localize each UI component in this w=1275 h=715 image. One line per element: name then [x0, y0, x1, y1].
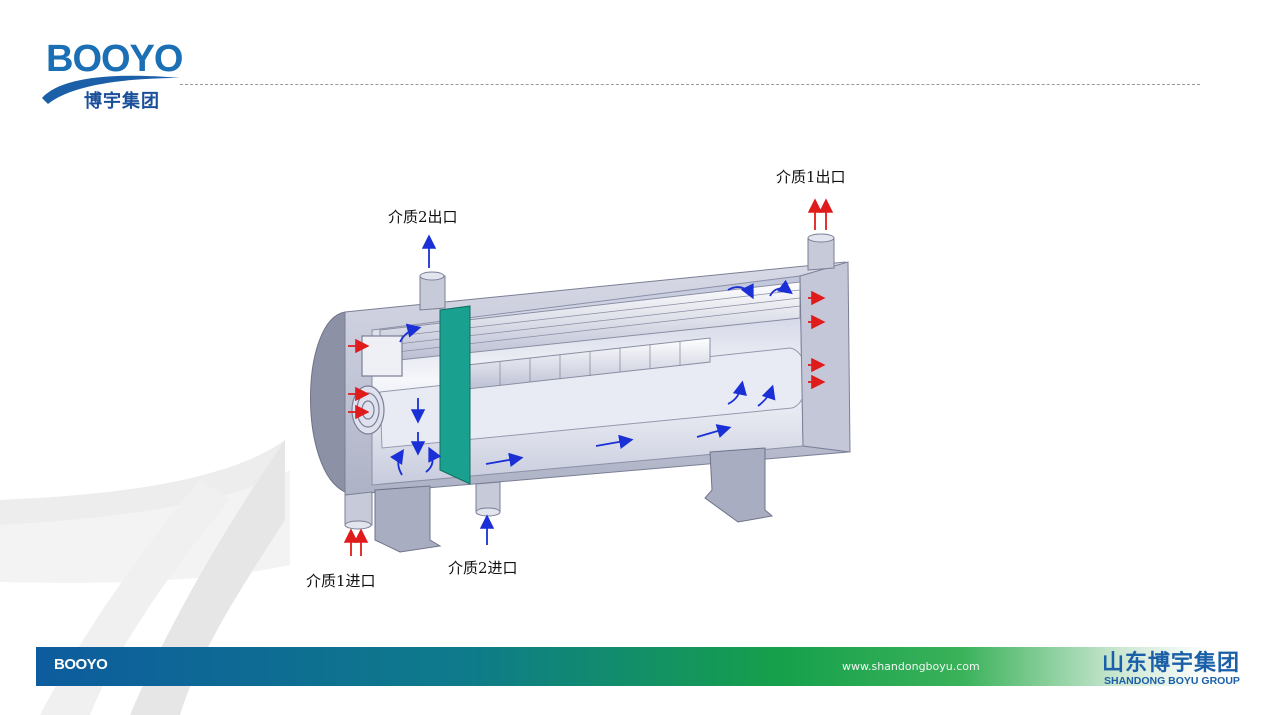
footer-company-cn: 山东博宇集团: [1102, 651, 1241, 676]
baffle-plate: [439, 305, 471, 485]
label-medium1-inlet: 介质1进口: [306, 572, 376, 590]
logo-chinese-name: 博宇集团: [84, 91, 160, 112]
heat-exchanger-diagram: [310, 198, 851, 556]
logo-wordmark: BOOYO: [46, 38, 183, 80]
footer-bar: [36, 647, 1272, 686]
nozzles: [344, 233, 835, 530]
label-medium2-outlet: 介质2出口: [388, 208, 458, 226]
company-logo: BOOYO 博宇集团: [40, 30, 190, 115]
header-divider: [180, 84, 1200, 85]
label-medium2-inlet: 介质2进口: [448, 559, 518, 577]
footer-website[interactable]: www.shandongboyu.com: [842, 660, 980, 673]
medium1-flow-arrows: [343, 198, 834, 556]
footer-logo: BOOYO: [54, 656, 108, 673]
saddle-supports: [374, 447, 774, 553]
right-head: [799, 261, 851, 453]
logo-swoosh-icon: [42, 75, 180, 104]
footer-company-en: SHANDONG BOYU GROUP: [1104, 675, 1240, 687]
label-medium1-outlet: 介质1出口: [776, 168, 846, 186]
medium2-flow-arrows: [390, 234, 793, 545]
